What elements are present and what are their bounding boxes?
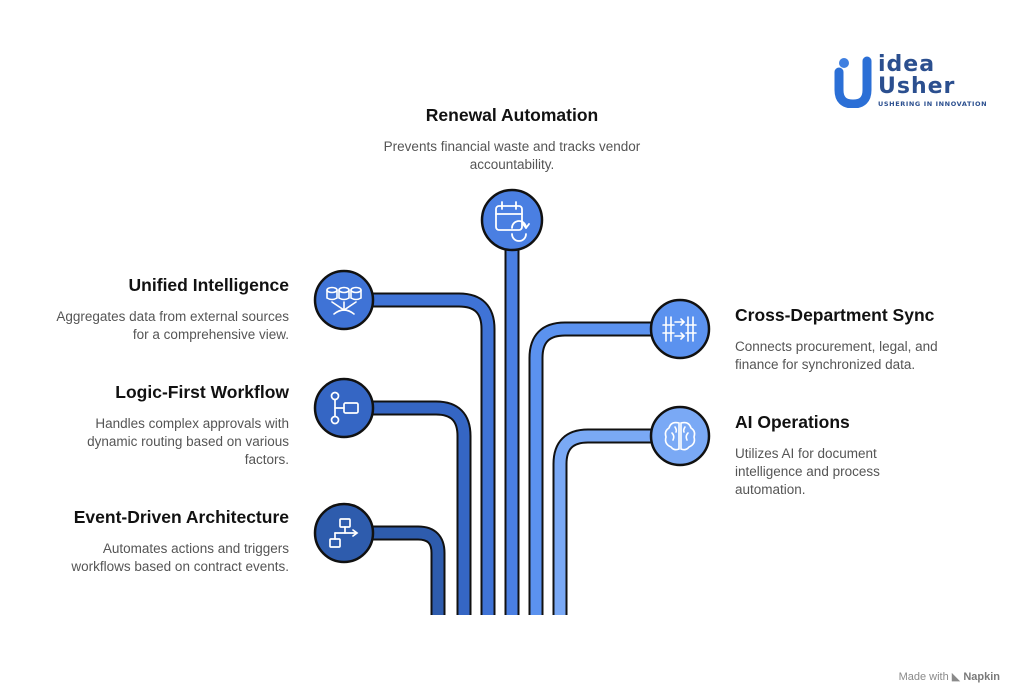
logo-word-idea: idea xyxy=(878,52,936,77)
flowchart-icon xyxy=(330,391,359,425)
footer-brand: Napkin xyxy=(963,671,1000,683)
cross-title: Cross-Department Sync xyxy=(735,305,935,325)
renewal-desc: Prevents financial waste and tracks vend… xyxy=(383,139,641,172)
node-logic-circle xyxy=(313,377,375,439)
node-renewal-circle xyxy=(480,188,544,252)
connector-logic xyxy=(372,400,472,615)
unified-desc: Aggregates data from external sources fo… xyxy=(56,309,289,342)
connectors xyxy=(372,248,652,615)
event-desc: Automates actions and triggers workflows… xyxy=(71,541,289,574)
node-ai-circle xyxy=(649,405,711,467)
logo-mark-icon xyxy=(834,56,872,108)
napkin-icon: ◣ xyxy=(951,671,961,683)
sync-grid-icon xyxy=(662,316,697,342)
logo-word-usher: Usher xyxy=(878,74,956,99)
logic-desc: Handles complex approvals with dynamic r… xyxy=(87,416,289,467)
idea-usher-logo: idea Usher USHERING IN INNOVATION xyxy=(830,52,987,110)
database-network-icon xyxy=(326,286,362,315)
footer-prefix: Made with xyxy=(898,671,949,683)
connector-ai xyxy=(552,428,652,615)
ai-desc: Utilizes AI for document intelligence an… xyxy=(735,446,880,497)
event-title: Event-Driven Architecture xyxy=(73,507,289,527)
node-cross-circle xyxy=(649,298,711,360)
unified-title: Unified Intelligence xyxy=(128,275,289,295)
node-unified-circle xyxy=(313,269,375,331)
logo-tagline: USHERING IN INNOVATION xyxy=(878,100,988,108)
node-event-circle xyxy=(313,502,375,564)
connector-event xyxy=(372,525,446,615)
logic-title: Logic-First Workflow xyxy=(115,382,289,402)
renewal-title: Renewal Automation xyxy=(425,105,599,125)
calendar-refresh-icon xyxy=(495,201,530,242)
cross-desc: Connects procurement, legal, and finance… xyxy=(735,339,938,372)
ai-title: AI Operations xyxy=(735,412,850,432)
workflow-icon xyxy=(329,518,359,548)
brain-icon xyxy=(664,421,696,451)
made-with-napkin-footer: Made with ◣ Napkin xyxy=(899,670,1000,683)
